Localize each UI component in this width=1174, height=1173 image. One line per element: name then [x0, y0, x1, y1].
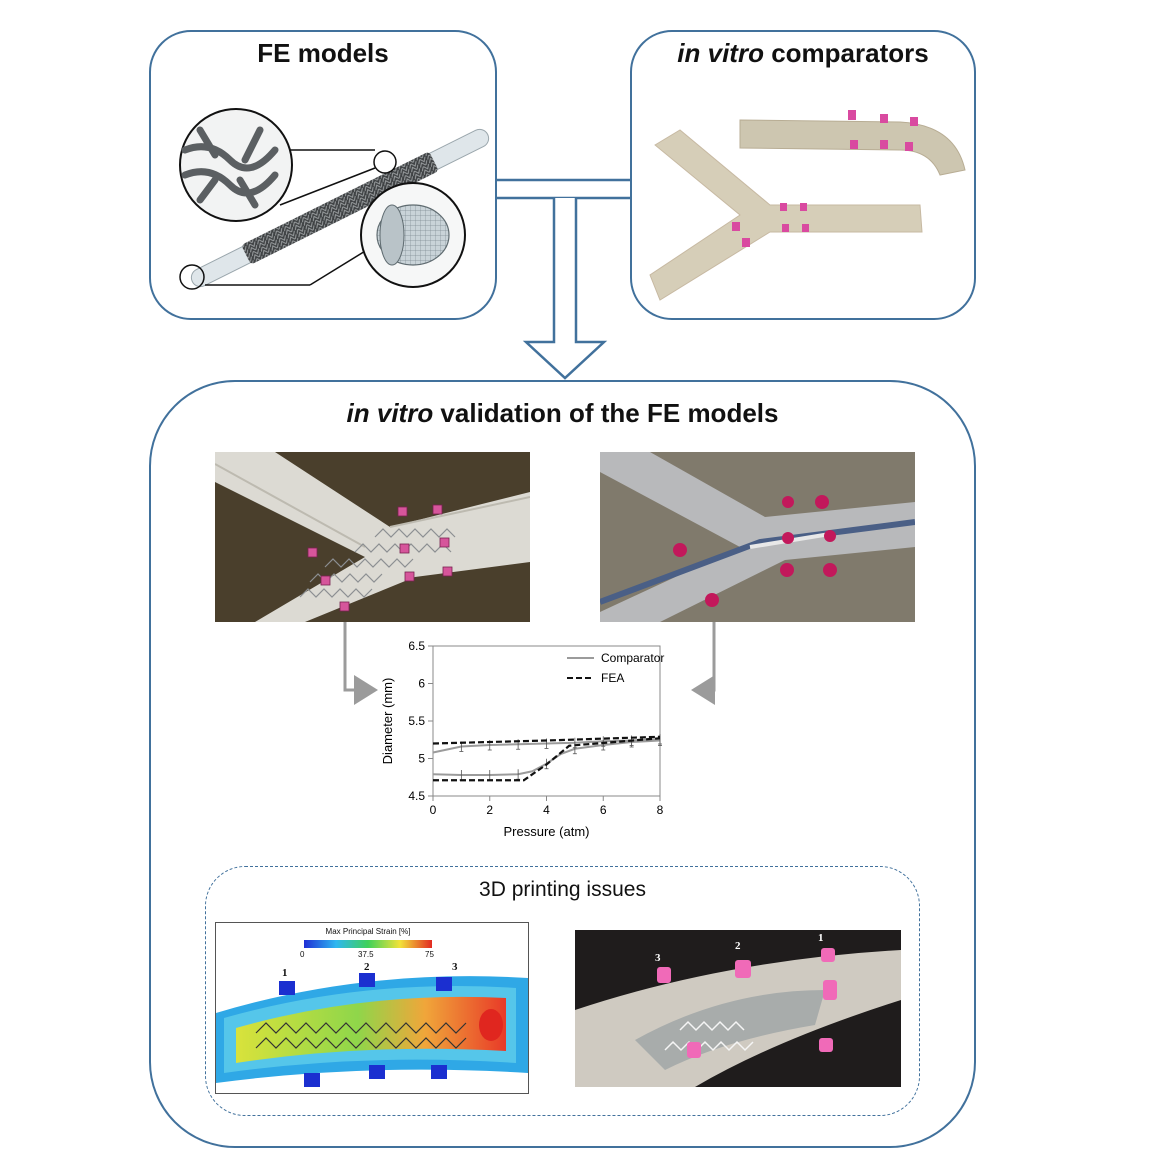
photo-marker-label-3: 3	[655, 952, 661, 964]
printed-phantom-photo: 3 2 1	[575, 930, 901, 1087]
fe-simulation-image	[215, 452, 530, 622]
strain-tick-0: 0	[300, 950, 305, 959]
in-vitro-comparators-title: in vitro comparators	[677, 38, 929, 68]
fe-models-title: FE models	[257, 38, 389, 68]
strain-legend-title: Max Principal Strain [%]	[325, 927, 411, 936]
fe-models-box	[149, 30, 497, 320]
photo-marker-label-1: 1	[818, 932, 824, 944]
sim-marker-label-3: 3	[452, 961, 458, 973]
strain-tick-max: 75	[425, 950, 434, 959]
printing-issues-box	[205, 866, 920, 1116]
sim-marker-label-2: 2	[364, 961, 370, 973]
in-vitro-comparators-box	[630, 30, 976, 320]
strain-tick-mid: 37.5	[358, 950, 374, 959]
validation-title: in vitro validation of the FE models	[346, 398, 779, 428]
printing-issues-title: 3D printing issues	[479, 878, 646, 901]
photo-marker-label-2: 2	[735, 940, 741, 952]
strain-map-image: Max Principal Strain [%] 0 37.5 75 1 2 3	[215, 922, 529, 1094]
in-vitro-photo-image	[600, 452, 915, 622]
sim-marker-label-1: 1	[282, 967, 288, 979]
